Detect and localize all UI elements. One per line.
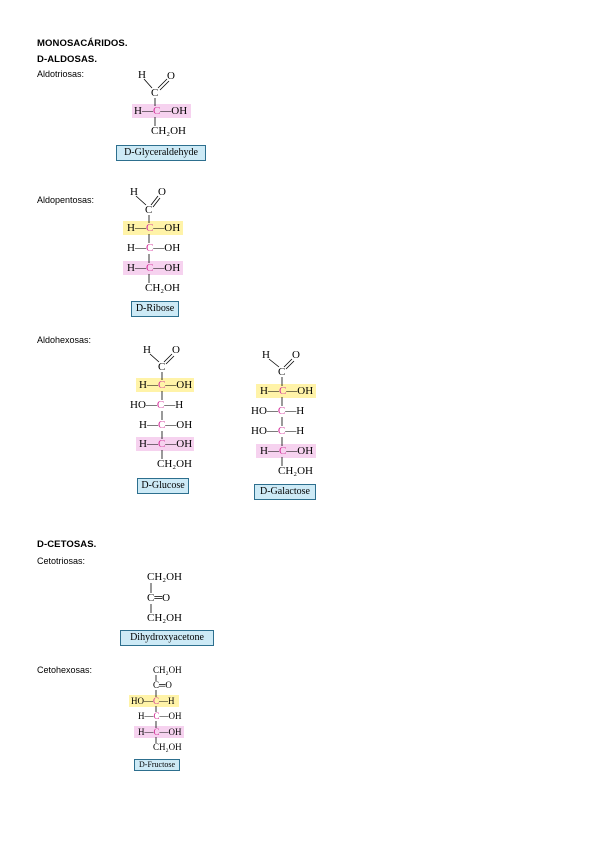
bottom-group: CH₂OH [147,612,183,624]
top-group: CH₂OH [147,571,183,583]
fructose-name-box: D-Fructose [134,759,180,771]
keto-group: C═O [147,592,171,604]
bottom-group: CH₂OH [153,742,182,752]
chiral-row: H—C—OH [260,445,314,457]
highlight-yellow [129,695,179,707]
highlight-pink [132,104,191,118]
label-aldotriosas: Aldotriosas: [37,69,85,79]
aldehyde-o: O [167,70,175,82]
chiral-row: H—C—OH [138,711,182,721]
aldehyde-h: H [130,186,138,198]
aldehyde-h: H [143,344,151,356]
aldehyde-o: O [158,186,166,198]
chiral-row: HO—C—H [251,425,305,437]
chiral-row: H—C—OH [139,419,193,431]
glyceraldehyde-name-box: D-Glyceraldehyde [116,145,206,161]
keto-group: C═O [153,680,172,690]
chiral-row: HO—C—H [251,405,305,417]
highlight-yellow [123,221,183,235]
bond-line [165,355,175,365]
bond-line [159,80,170,91]
highlight-yellow [256,384,316,398]
chiral-row: H—C—OH [127,222,181,234]
highlight-yellow [136,378,194,392]
aldehyde-o: O [292,349,300,361]
bottom-group: CH₂OH [157,458,193,470]
label-cetotriosas: Cetotriosas: [37,556,86,566]
chiral-row: H—C—OH [139,379,193,391]
label-aldohexosas: Aldohexosas: [37,335,92,345]
highlight-pink [256,444,316,458]
chiral-row: HO—C—H [131,696,175,706]
chiral-row: H—C—OH [138,727,182,737]
carbon-1: C [151,87,159,99]
aldehyde-h: H [138,69,146,81]
aldoses-heading: D-ALDOSAS. [37,54,98,65]
aldehyde-o: O [172,344,180,356]
highlight-pink [134,726,184,738]
ribose-name-box: D-Ribose [131,301,179,317]
chiral-row: H—C—OH [127,262,181,274]
chiral-row: HO—C—H [130,399,184,411]
bottom-group: CH₂OH [151,125,187,137]
chiral-row: H—C—OH [134,105,188,117]
top-group: CH₂OH [153,665,182,675]
chiral-row: H—C—OH [127,242,181,254]
glucose-name-box: D-Glucose [137,478,189,494]
carbon-1: C [278,366,286,378]
bond-line [157,78,168,89]
bond-line [285,360,295,370]
aldehyde-h: H [262,349,270,361]
highlight-pink [136,437,194,451]
highlight-pink [123,261,183,275]
carbon-1: C [145,204,153,216]
page-title: MONOSACÁRIDOS. [37,38,128,49]
carbon-1: C [158,361,166,373]
galactose-name-box: D-Galactose [254,484,316,500]
bottom-group: CH₂OH [145,282,181,294]
bottom-group: CH₂OH [278,465,314,477]
chiral-row: H—C—OH [260,385,314,397]
label-cetohexosas: Cetohexosas: [37,665,93,675]
dihydroxyacetone-name-box: Dihydroxyacetone [120,630,214,646]
label-aldopentosas: Aldopentosas: [37,195,95,205]
chiral-row: H—C—OH [139,438,193,450]
bond-line [152,197,161,208]
ketoses-heading: D-CETOSAS. [37,539,97,550]
